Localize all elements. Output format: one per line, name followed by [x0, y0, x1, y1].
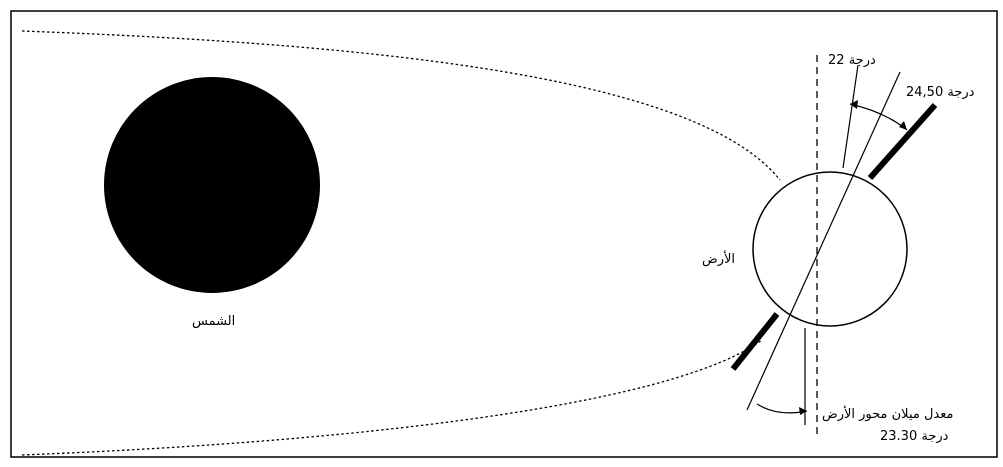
label-angle-22: 22 درجة — [828, 53, 876, 68]
axis-22-line-top — [843, 65, 858, 168]
angle-arc-top — [850, 104, 907, 130]
label-angle-24-50: 24,50 درجة — [906, 85, 975, 100]
label-mean-tilt-value: 23.30 درجة — [880, 429, 949, 444]
angle-arc-bottom-arrowhead — [799, 407, 807, 415]
label-mean-tilt-title: معدل ميلان محور الأرض — [822, 405, 953, 422]
sun — [104, 77, 320, 293]
label-earth: الأرض — [702, 250, 735, 267]
orbit-path-lower — [22, 340, 762, 455]
label-sun: الشمس — [192, 314, 235, 329]
axis-24-50-thick-bottom — [733, 314, 777, 369]
earth — [753, 172, 907, 326]
